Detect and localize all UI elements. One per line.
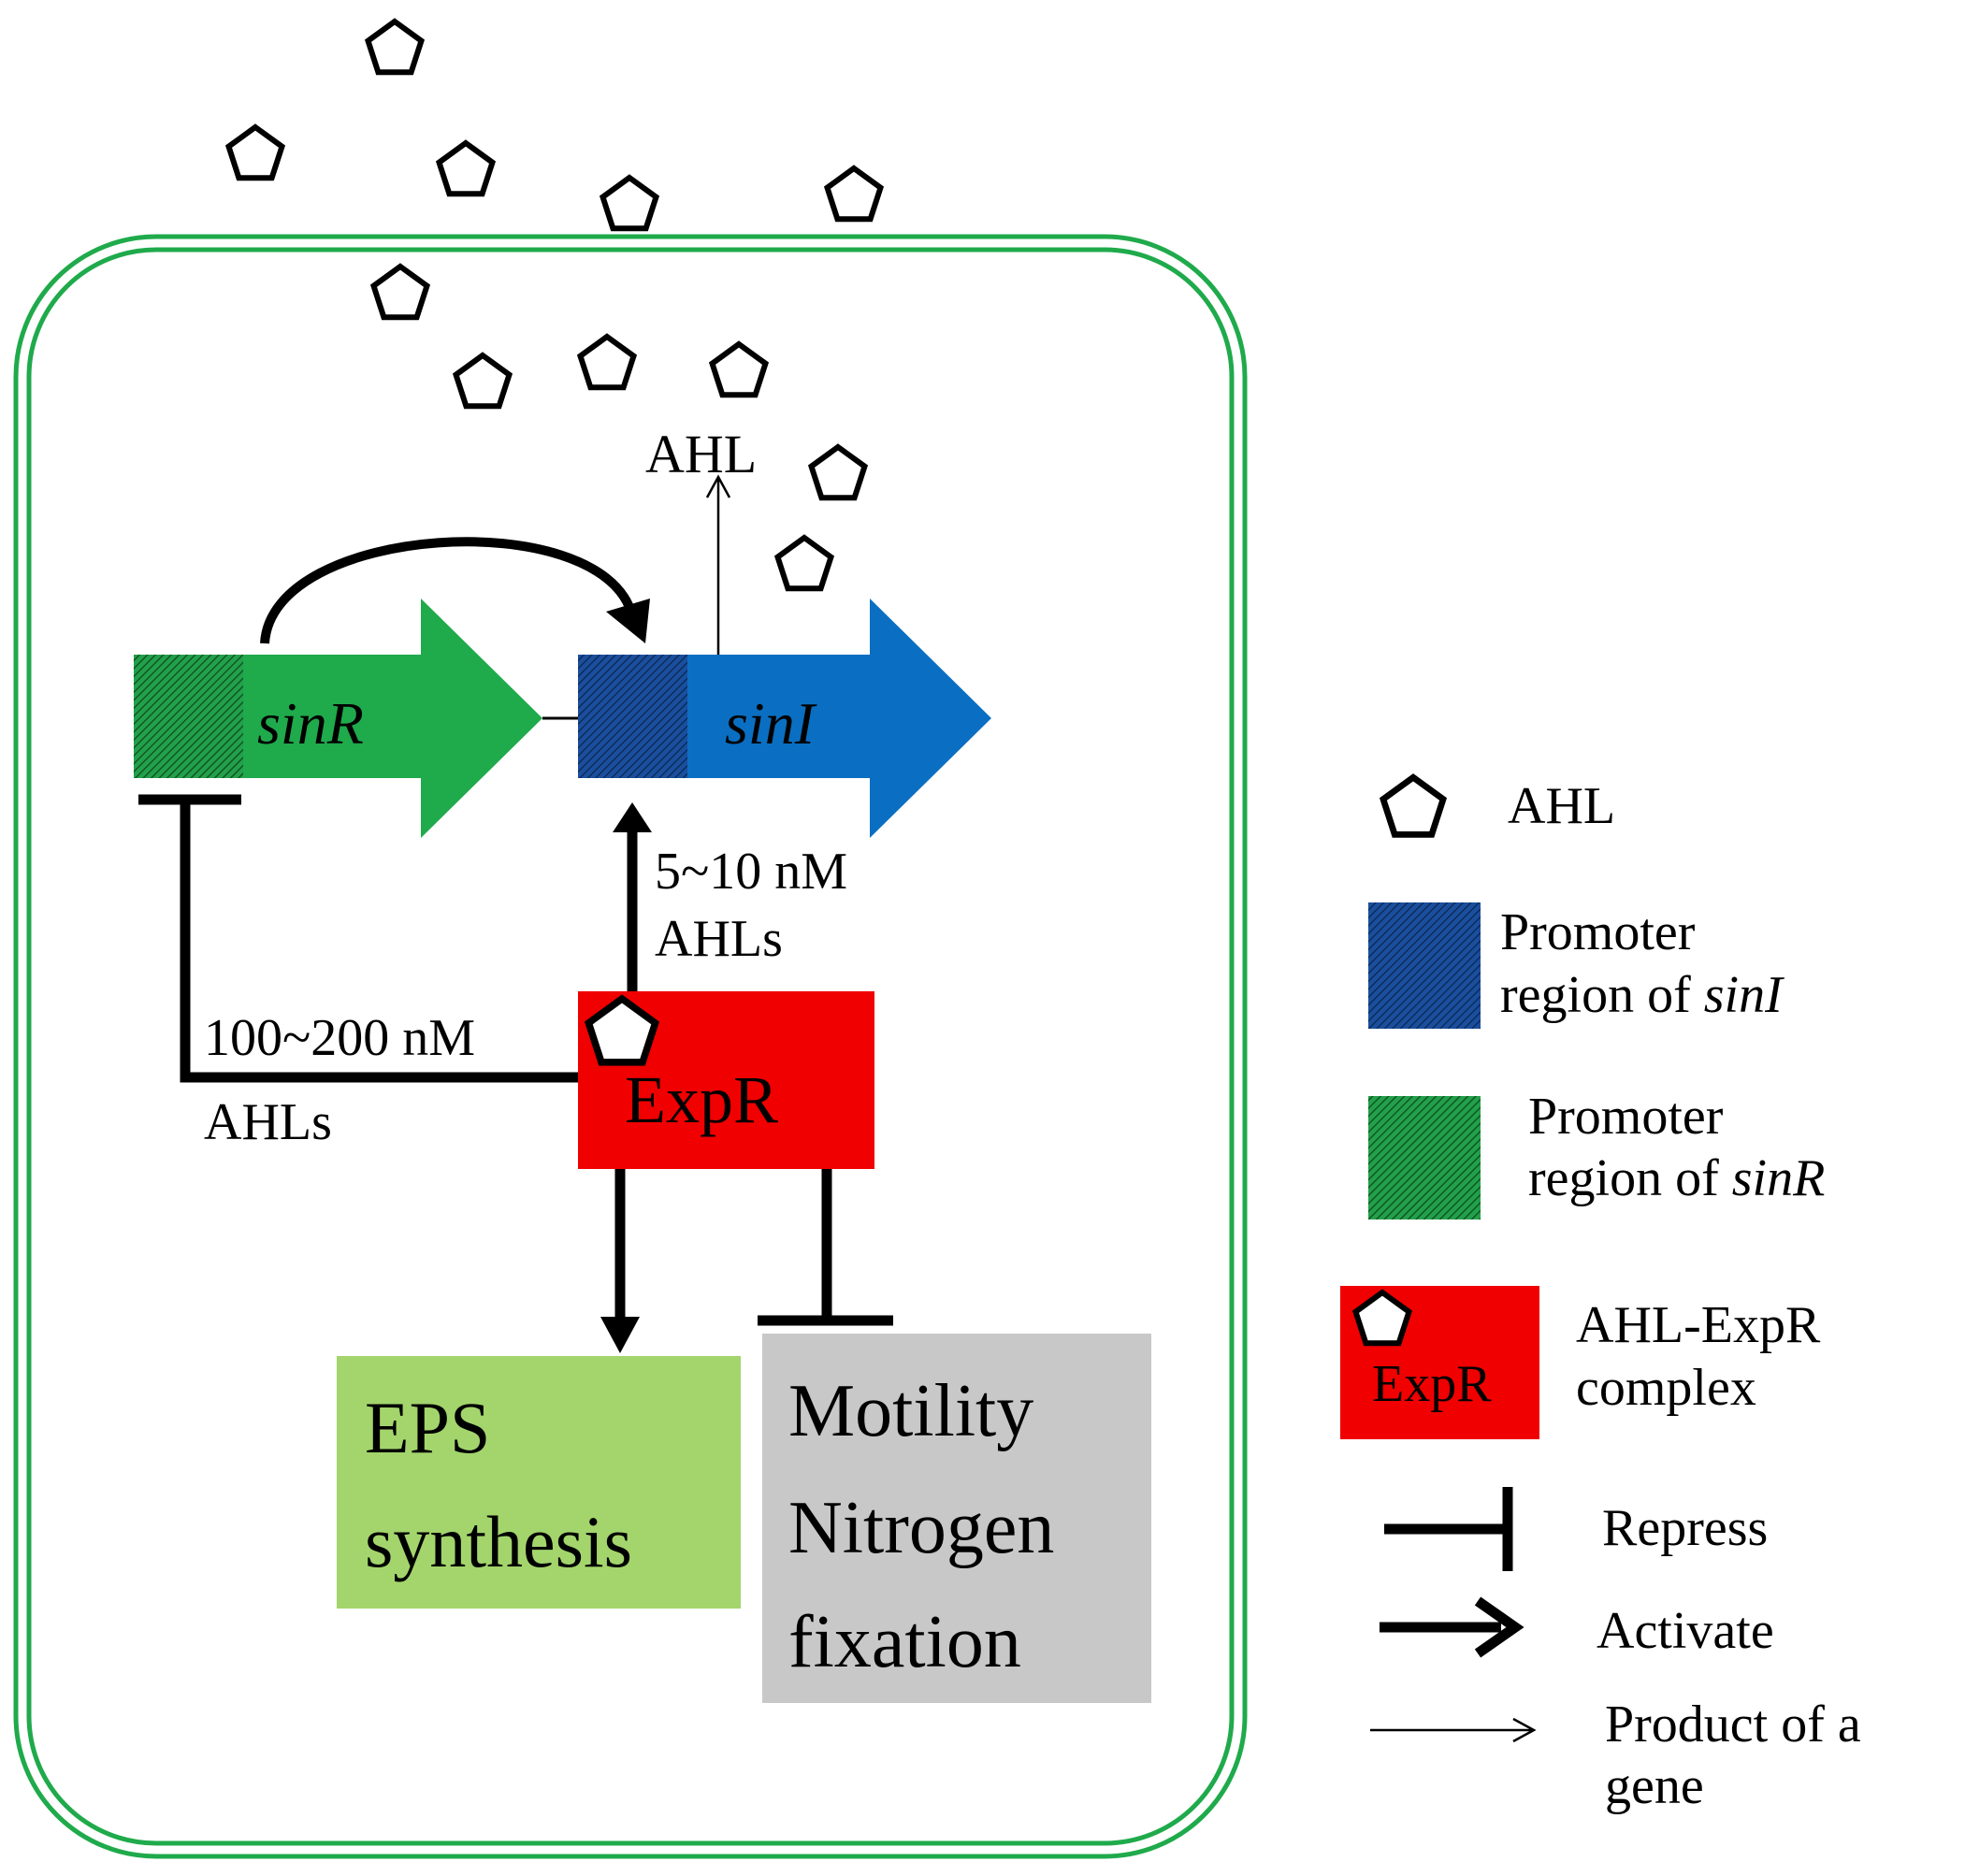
legend-complex-box-label: ExpR — [1372, 1355, 1492, 1413]
ahl-molecule-icon — [812, 447, 865, 498]
legend-promoter-sinI-prefix: region of — [1500, 966, 1704, 1024]
low-conc-label-line2: AHLs — [655, 910, 783, 968]
activation-arrow-expr-to-sinI — [613, 802, 652, 993]
product-arrow — [705, 474, 731, 655]
legend-activate-label: Activate — [1597, 1602, 1774, 1660]
legend-ahl-label: AHL — [1508, 777, 1615, 835]
ahl-molecule-icon — [581, 337, 634, 387]
repression-line-expr-to-sinR — [138, 794, 578, 1083]
motility-box: Motility Nitrogen fixation — [762, 1334, 1151, 1703]
legend-promoter-sinI-swatch — [1368, 902, 1481, 1029]
motility-line3: fixation — [788, 1601, 1021, 1683]
sinI-gene-arrow: sinI — [578, 599, 991, 838]
high-conc-label-line1: 100~200 nM — [204, 1009, 475, 1067]
ahl-molecule-icon — [229, 127, 282, 178]
legend-promoter-sinR-prefix: region of — [1528, 1149, 1732, 1207]
sinI-gene-label: sinI — [725, 690, 817, 757]
motility-line1: Motility — [788, 1370, 1033, 1452]
legend-repress-label: Repress — [1602, 1499, 1768, 1557]
activation-arrow-sinR-to-sinI — [260, 537, 650, 644]
ahl-molecule-icon — [368, 22, 422, 72]
ahl-molecule-icon — [440, 143, 493, 194]
legend-product-symbol — [1370, 1717, 1537, 1743]
ahl-molecule-icon — [713, 344, 766, 395]
sinR-gene-label: sinR — [257, 690, 364, 757]
legend: AHL Promoter region of sinI Promoter reg… — [1340, 777, 1861, 1815]
ahl-molecule-icon — [374, 267, 427, 317]
expr-complex: ExpR — [578, 991, 874, 1169]
cell-membrane — [13, 234, 1248, 1859]
legend-promoter-sinI-line1: Promoter — [1500, 903, 1696, 961]
motility-line2: Nitrogen — [788, 1487, 1054, 1569]
sinR-gene-arrow: sinR — [134, 599, 542, 838]
activation-arrow-expr-to-eps — [600, 1169, 640, 1353]
ahl-molecule-icon — [828, 168, 881, 219]
legend-complex-line1: AHL-ExpR — [1576, 1296, 1821, 1354]
high-conc-label-line2: AHLs — [204, 1093, 332, 1151]
legend-repress-symbol — [1384, 1487, 1513, 1571]
eps-synthesis-box: EPS synthesis — [337, 1356, 741, 1609]
legend-product-line2: gene — [1605, 1757, 1704, 1815]
repression-line-expr-to-motility — [758, 1169, 893, 1326]
ahl-molecule-icon — [603, 178, 657, 228]
legend-activate-symbol — [1380, 1596, 1524, 1658]
legend-promoter-sinR-line1: Promoter — [1528, 1088, 1724, 1146]
eps-line1: EPS — [365, 1387, 490, 1468]
legend-promoter-sinI-gene: sinI — [1704, 966, 1784, 1024]
sinI-promoter — [578, 655, 687, 778]
legend-promoter-sinR-swatch — [1368, 1096, 1481, 1219]
legend-product-line1: Product of a — [1605, 1696, 1861, 1753]
expr-label: ExpR — [625, 1062, 778, 1137]
svg-text:region of sinI: region of sinI — [1500, 966, 1784, 1024]
legend-ahl-icon — [1383, 777, 1443, 834]
eps-line2: synthesis — [365, 1501, 632, 1582]
sinR-promoter — [134, 655, 243, 778]
ahl-molecule-icon — [778, 538, 831, 588]
svg-text:region of sinR: region of sinR — [1528, 1149, 1825, 1207]
legend-complex-line2: complex — [1576, 1359, 1756, 1417]
ahl-molecules — [229, 22, 881, 588]
ahl-product-label: AHL — [645, 424, 757, 484]
ahl-molecule-icon — [456, 355, 510, 406]
low-conc-label-line1: 5~10 nM — [655, 843, 847, 901]
legend-promoter-sinR-gene: sinR — [1732, 1149, 1826, 1207]
